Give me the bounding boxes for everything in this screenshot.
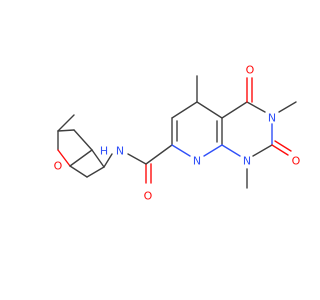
bond [127, 153, 147, 165]
bond [171, 144, 191, 157]
bond [274, 140, 292, 152]
bond [86, 166, 105, 178]
atom-nitrogen-pyridine: N [193, 155, 201, 168]
bond [73, 129, 93, 151]
bond [57, 114, 75, 132]
atom-labels: O N H O N N N O O [54, 64, 300, 203]
bond [69, 165, 88, 178]
atom-nitrogen-n3: N [268, 112, 276, 125]
bond [246, 101, 266, 113]
bond [57, 129, 75, 132]
molecule-structure-diagram: O N H O N N N O O [54, 64, 300, 203]
bond [91, 149, 105, 168]
atom-nitrogen-amide: N [116, 145, 124, 158]
atom-hydrogen-amide: H [100, 145, 108, 158]
bond [145, 144, 173, 165]
atom-oxygen-c2: O [292, 155, 300, 168]
bond [103, 153, 113, 168]
bond [271, 144, 289, 156]
bonds [57, 75, 297, 189]
bond [278, 101, 297, 113]
bond [221, 101, 248, 119]
bond [221, 144, 241, 157]
atom-oxygen-amide: O [144, 190, 153, 203]
bond [171, 101, 198, 119]
bond [196, 101, 223, 119]
bond [69, 149, 93, 167]
atom-oxygen-ring: O [54, 160, 63, 173]
atom-nitrogen-n1: N [243, 155, 251, 168]
atom-oxygen-c4: O [246, 64, 255, 77]
bond [57, 149, 71, 167]
bond [203, 144, 223, 157]
bond [252, 144, 273, 157]
